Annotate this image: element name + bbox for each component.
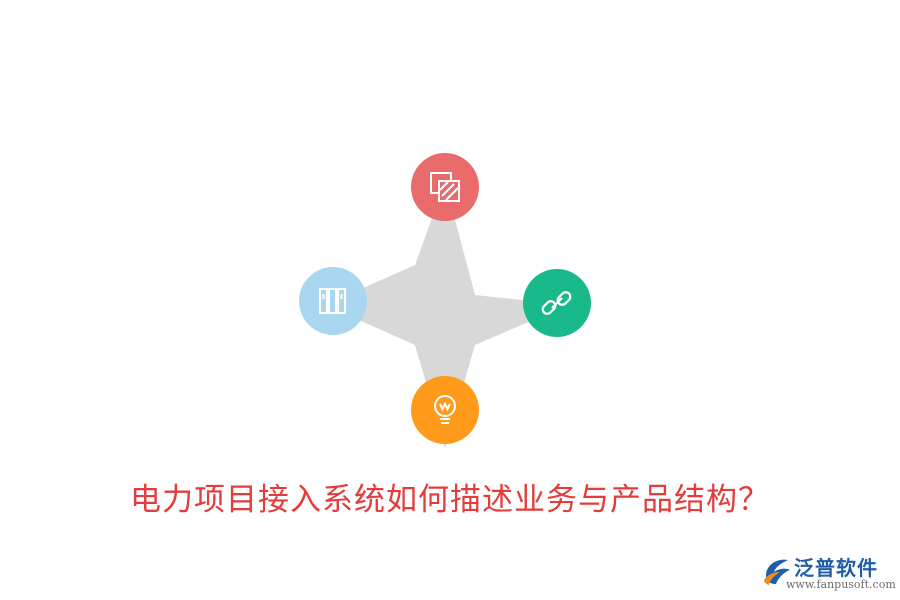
fanpu-logo-icon (764, 559, 790, 585)
diagram-caption: 电力项目接入系统如何描述业务与产品结构？ (130, 482, 770, 518)
node-left (299, 267, 367, 335)
brand-watermark: 泛普软件 www.fanpusoft.com (760, 550, 896, 594)
striped-squares-icon (430, 172, 460, 202)
books-icon (319, 288, 346, 314)
node-bottom (411, 376, 479, 444)
link-icon (541, 291, 572, 315)
brand-name: 泛普软件 (794, 556, 878, 580)
lightbulb-icon (434, 395, 456, 424)
node-top (411, 153, 479, 221)
node-right (523, 269, 591, 337)
brand-url: www.fanpusoft.com (786, 578, 896, 591)
four-point-star (325, 182, 568, 448)
